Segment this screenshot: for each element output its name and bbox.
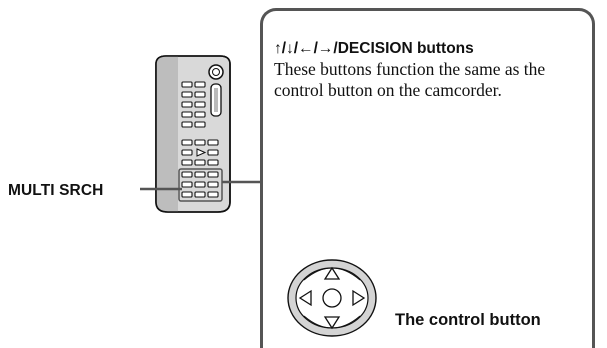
control-button-caption: The control button bbox=[395, 311, 541, 329]
buttons-description: These buttons function the same as the c… bbox=[274, 59, 546, 100]
multi-srch-label: MULTI SRCH bbox=[8, 182, 104, 199]
buttons-heading: ↑/↓/←/→/DECISION buttons bbox=[274, 40, 474, 57]
control-button-illustration bbox=[284, 258, 384, 338]
remote-commander-illustration bbox=[148, 54, 238, 214]
callout-box bbox=[260, 8, 595, 348]
